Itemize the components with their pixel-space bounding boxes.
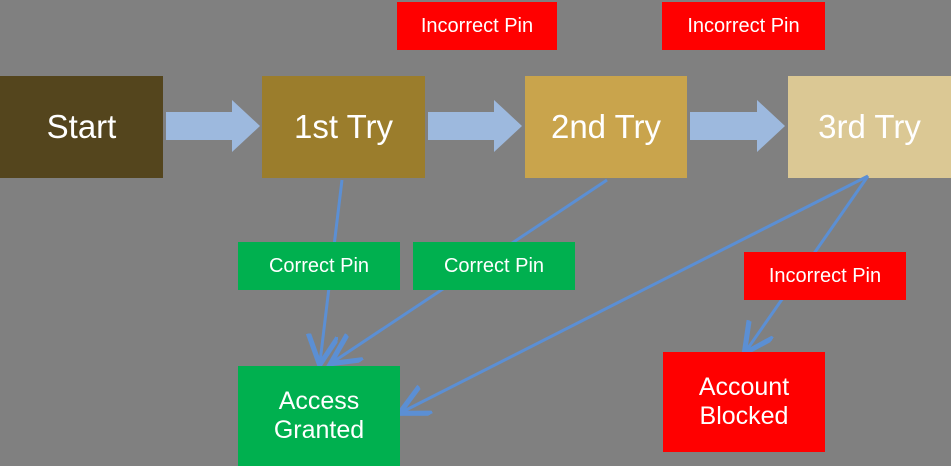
node-access-granted[interactable]: Access Granted [238, 366, 400, 466]
node-1st-try[interactable]: 1st Try [262, 76, 425, 178]
label-correct-pin-2nd-try[interactable]: Correct Pin [413, 242, 575, 290]
node-start[interactable]: Start [0, 76, 163, 178]
label-incorrect-pin-3rd-try[interactable]: Incorrect Pin [744, 252, 906, 300]
node-3rd-try-label: 3rd Try [818, 107, 921, 145]
node-account-blocked-label: Account Blocked [698, 372, 790, 431]
node-access-granted-label: Access Granted [273, 386, 365, 445]
label-correct-pin-1st-try[interactable]: Correct Pin [238, 242, 400, 290]
node-2nd-try-label: 2nd Try [550, 107, 662, 145]
label-incorrect-pin-1st-try-text: Incorrect Pin [420, 14, 534, 37]
block-arrow-1st-try-to-2nd-try [428, 100, 522, 152]
node-3rd-try[interactable]: 3rd Try [788, 76, 951, 178]
label-correct-pin-2nd-try-text: Correct Pin [443, 254, 545, 277]
block-arrow-2nd-try-to-3rd-try [690, 100, 785, 152]
node-1st-try-label: 1st Try [293, 107, 394, 145]
label-incorrect-pin-2nd-try-text: Incorrect Pin [687, 14, 800, 37]
label-incorrect-pin-1st-try[interactable]: Incorrect Pin [397, 2, 557, 50]
label-incorrect-pin-3rd-try-text: Incorrect Pin [768, 264, 882, 287]
node-account-blocked[interactable]: Account Blocked [663, 352, 825, 452]
node-start-label: Start [46, 107, 117, 145]
block-arrow-start-to-1st-try [166, 100, 260, 152]
label-incorrect-pin-2nd-try[interactable]: Incorrect Pin [662, 2, 825, 50]
node-2nd-try[interactable]: 2nd Try [525, 76, 687, 178]
label-correct-pin-1st-try-text: Correct Pin [268, 254, 370, 277]
